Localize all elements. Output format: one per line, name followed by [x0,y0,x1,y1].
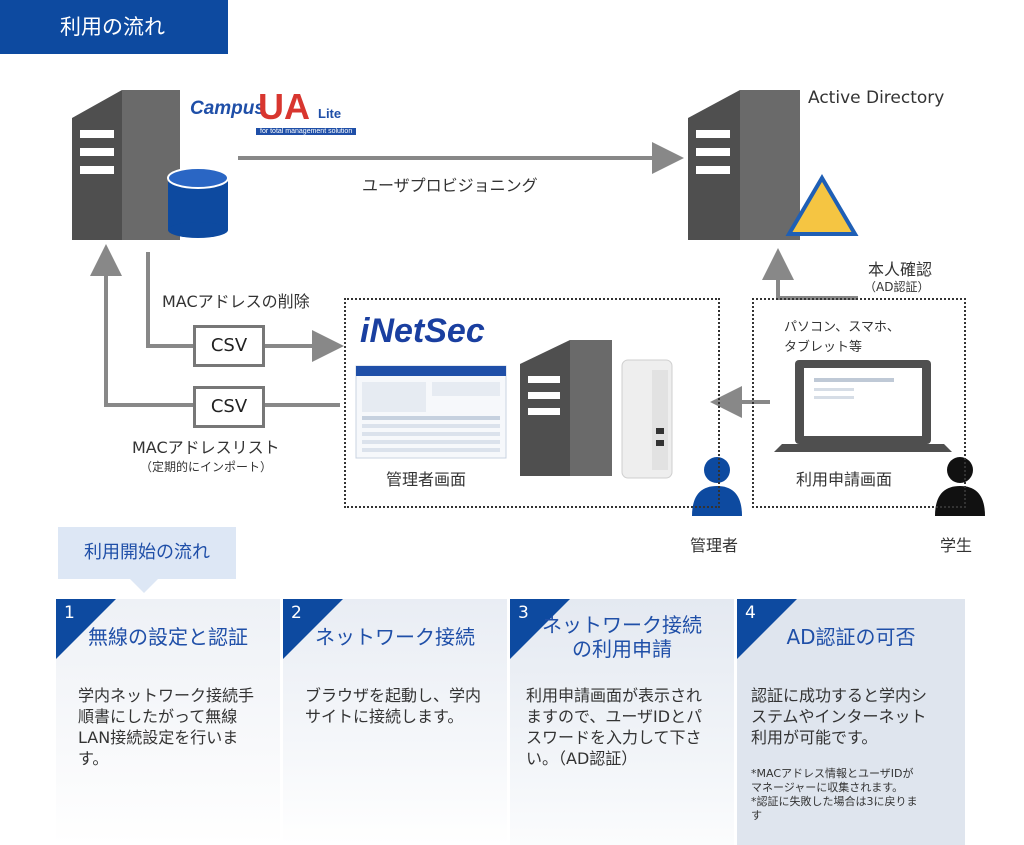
campus-ua-server-icon [72,90,180,240]
student-area [752,298,966,508]
active-directory-server-icon [688,90,800,240]
apply-screen-label: 利用申請画面 [796,470,893,489]
admin-screen-thumbnail [355,365,507,459]
mac-list-label: MACアドレスリスト [132,438,280,457]
step-title: ネットワーク接続 の利用申請 [542,613,702,661]
step-number: 4 [745,603,756,623]
csv-delete-box: CSV [193,325,265,367]
mac-list-note: （定期的にインポート） [140,460,273,474]
section-title: 利用の流れ [0,0,228,54]
step-body: 利用申請画面が表示され ますので、ユーザIDとパ スワードを入力して下さ い。（… [526,686,703,768]
laptop-icon [774,360,952,452]
admin-person-icon [692,457,742,516]
inetsec-logo-text: iNetSec [360,312,485,350]
step-title: AD認証の可否 [786,625,916,649]
step-2: 2 ネットワーク接続 ブラウザを起動し、学内 サイトに接続します。 [283,599,507,845]
step-note: *MACアドレス情報とユーザIDが マネージャーに収集されます。 *認証に失敗し… [751,767,918,822]
step-title: 無線の設定と認証 [88,625,248,649]
flow-bubble: 利用開始の流れ [58,527,236,593]
diagram-canvas [72,90,985,516]
step-number: 2 [291,603,302,623]
logo-prefix: Campus [190,98,265,119]
provisioning-label: ユーザプロビジョニング [362,176,538,195]
devices-label: パソコン、スマホ、 タブレット等 [784,320,900,355]
step-number: 3 [518,603,529,623]
step-number-badge [737,599,797,659]
inetsec-server-icon [520,340,612,476]
student-person-icon [935,457,985,516]
active-directory-label: Active Directory [808,88,945,108]
step-number: 1 [64,603,75,623]
campus-ua-logo: Campus UA Lite for total management solu… [190,86,380,140]
inetsec-area [344,298,720,508]
admin-label: 管理者 [690,536,739,555]
csv-import-box: CSV [193,386,265,428]
step-3: 3 ネットワーク接続 の利用申請 利用申請画面が表示され ますので、ユーザIDと… [510,599,734,845]
step-body: 学内ネットワーク接続手 順書にしたがって無線 LAN接続設定を行います。 [78,686,255,768]
step-1: 1 無線の設定と認証 学内ネットワーク接続手 順書にしたがって無線 LAN接続設… [56,599,280,845]
appliance-device-icon [621,359,673,479]
step-number-badge [510,599,570,659]
mac-delete-label: MACアドレスの削除 [162,292,310,311]
database-icon [167,167,229,238]
step-body: ブラウザを起動し、学内 サイトに接続します。 [305,686,482,726]
inetsec-logo: iNetSec [360,312,485,351]
identity-check-label: 本人確認 [868,260,933,279]
student-label: 学生 [940,536,973,555]
admin-screen-label: 管理者画面 [386,470,467,489]
logo-tagline: for total management solution [256,128,357,135]
ad-auth-label: （AD認証） [864,280,930,294]
step-number-badge [56,599,116,659]
step-4: 4 AD認証の可否 認証に成功すると学内シ ステムやインターネット 利用が可能で… [737,599,965,845]
step-number-badge [283,599,343,659]
ad-triangle-icon [785,174,859,236]
logo-suffix: Lite [318,106,342,121]
logo-ua: UA [258,86,310,127]
step-body: 認証に成功すると学内シ ステムやインターネット 利用が可能です。 [751,686,928,747]
step-title: ネットワーク接続 [315,625,475,649]
